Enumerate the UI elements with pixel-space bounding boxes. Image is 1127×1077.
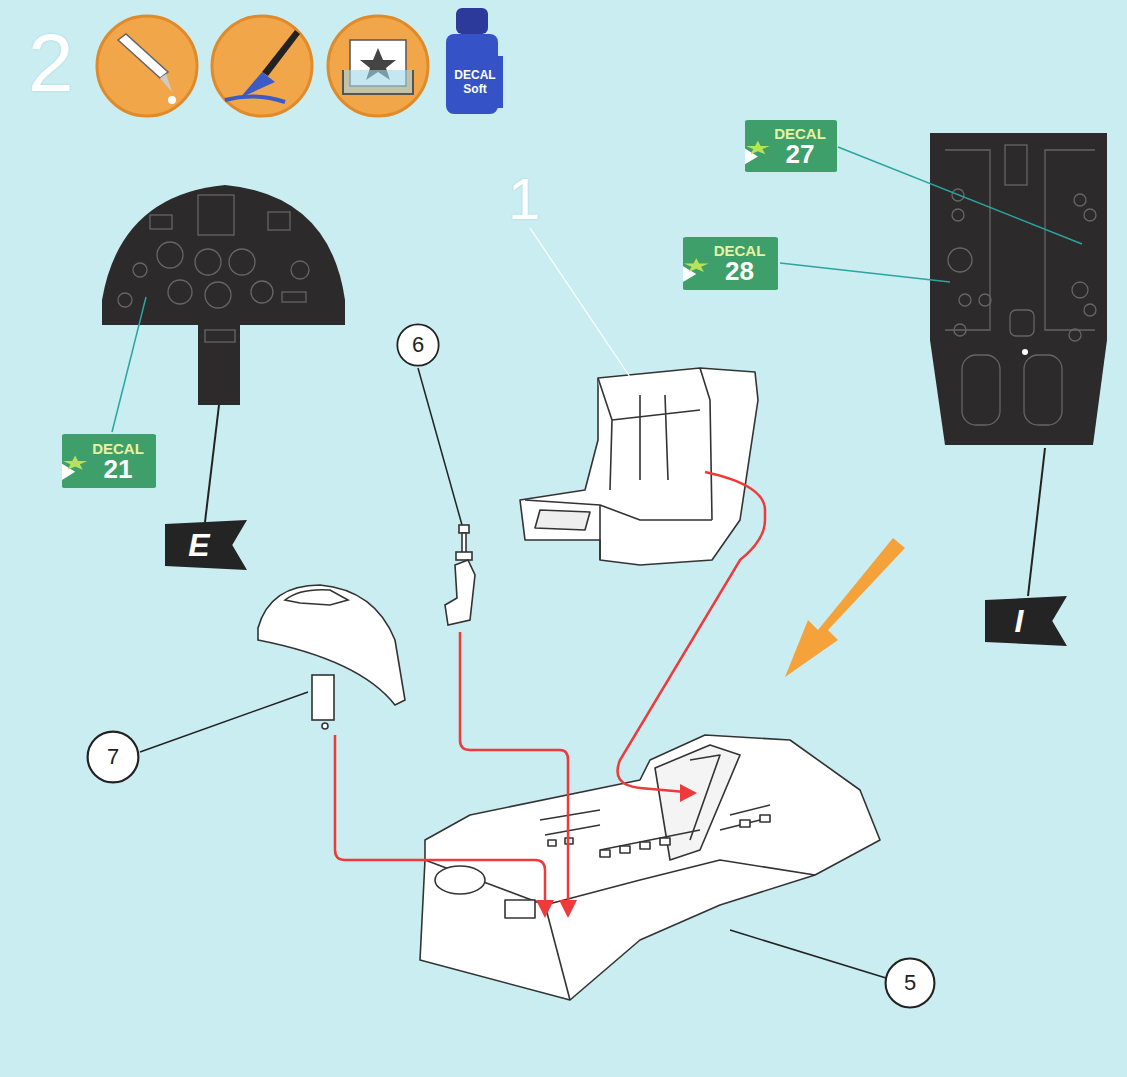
tool-icons: [97, 8, 498, 116]
decal-bottle-label: DECAL Soft: [447, 56, 503, 108]
part-flag: E: [165, 520, 247, 570]
callout-number: 5: [904, 970, 916, 996]
decal-word: DECAL: [756, 126, 826, 141]
callout-number: 7: [107, 744, 119, 770]
ejection-seat: [520, 368, 758, 565]
decal-word: DECAL: [696, 243, 766, 258]
arrow-heads: [536, 784, 697, 918]
callout-circle: 5: [884, 957, 936, 1009]
decal-word: DECAL: [74, 441, 144, 456]
part-flag: I: [985, 596, 1067, 646]
decal-number: 27: [768, 141, 815, 167]
step-number: 2: [28, 22, 74, 104]
control-stick: [418, 368, 475, 625]
cockpit-tub: [420, 735, 886, 1000]
instrument-panel-part: [140, 585, 405, 752]
decal-number: 28: [707, 258, 754, 284]
callout-circle: 6: [396, 323, 440, 367]
sub-step-number: 1: [508, 170, 540, 228]
assembly-arrows: [335, 472, 765, 905]
part-letter: I: [1015, 603, 1038, 640]
part-letter: E: [188, 527, 223, 564]
side-console-i: [780, 133, 1107, 596]
decal-tag: DECAL28: [683, 237, 778, 290]
decal-number: 21: [86, 456, 133, 482]
callout-number: 6: [412, 332, 424, 358]
direction-arrow: [785, 538, 905, 677]
callout-circle: 7: [86, 730, 140, 784]
decal-word: DECAL Soft: [452, 68, 498, 96]
decal-tag: DECAL27: [745, 120, 837, 172]
decal-tag: DECAL21: [62, 434, 156, 488]
node-outline: [985, 596, 1067, 646]
